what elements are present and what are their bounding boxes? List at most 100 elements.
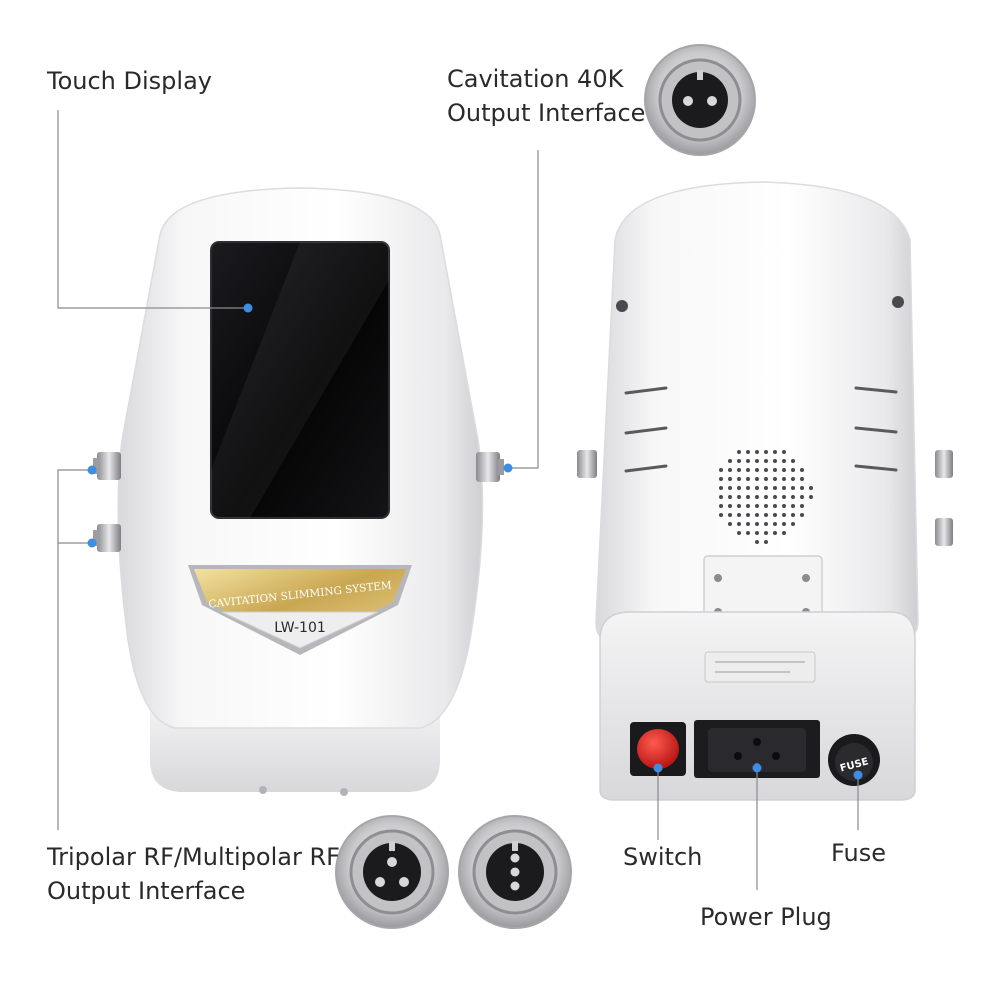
grille-hole xyxy=(800,495,804,499)
grille-hole xyxy=(800,513,804,517)
rf-port-lower xyxy=(93,524,121,552)
grille-hole xyxy=(791,486,795,490)
label-cavitation-line1: Cavitation 40K xyxy=(447,65,624,93)
grille-hole xyxy=(737,531,741,535)
grille-hole xyxy=(755,495,759,499)
callout-dot-fuse xyxy=(853,770,863,780)
label-fuse: Fuse xyxy=(831,836,886,870)
grille-hole xyxy=(800,477,804,481)
grille-hole xyxy=(782,468,786,472)
grille-hole xyxy=(782,522,786,526)
grille-hole xyxy=(782,477,786,481)
back-port-right-lower xyxy=(935,518,953,546)
grille-hole xyxy=(728,513,732,517)
grille-hole xyxy=(764,450,768,454)
callout-dot-rf-upper xyxy=(87,465,97,475)
grille-hole xyxy=(728,459,732,463)
callout-dot-switch xyxy=(653,763,663,773)
grille-hole xyxy=(773,486,777,490)
grille-hole xyxy=(782,450,786,454)
front-device: CAVITATION SLIMMING SYSTEM LW-101 xyxy=(93,187,504,796)
grille-hole xyxy=(737,486,741,490)
callout-touch-display xyxy=(57,110,248,309)
callout-cavitation xyxy=(508,150,539,469)
grille-hole xyxy=(728,468,732,472)
vent-slots-right xyxy=(854,386,898,472)
callout-dots xyxy=(87,303,863,780)
label-rf-line2: Output Interface xyxy=(47,877,246,905)
label-cavitation-interface: Cavitation 40K Output Interface xyxy=(447,62,645,130)
grille-hole xyxy=(755,450,759,454)
label-switch-text: Switch xyxy=(623,843,703,871)
label-fuse-text: Fuse xyxy=(831,839,886,867)
grille-hole xyxy=(782,504,786,508)
back-port-right-upper xyxy=(935,450,953,478)
badge-model-number: LW-101 xyxy=(274,620,326,636)
cavitation-connector-closeup xyxy=(644,44,756,156)
grille-hole xyxy=(746,531,750,535)
label-touch-display-text: Touch Display xyxy=(47,67,212,95)
back-port-left xyxy=(577,450,597,478)
grille-hole xyxy=(764,486,768,490)
grille-hole xyxy=(746,468,750,472)
power-switch[interactable] xyxy=(630,722,686,776)
grille-hole xyxy=(773,459,777,463)
grille-hole xyxy=(764,513,768,517)
grille-hole xyxy=(728,522,732,526)
label-rf-line1: Tripolar RF/Multipolar RF xyxy=(47,843,340,871)
grille-hole xyxy=(782,495,786,499)
grille-hole xyxy=(746,450,750,454)
grille-hole xyxy=(755,522,759,526)
label-power-plug: Power Plug xyxy=(700,900,832,934)
grille-hole xyxy=(809,486,813,490)
vent-slots-left xyxy=(624,386,668,473)
grille-hole xyxy=(755,540,759,544)
spec-label xyxy=(704,651,816,683)
grille-hole xyxy=(755,477,759,481)
model-badge: CAVITATION SLIMMING SYSTEM LW-101 xyxy=(188,565,412,655)
grille-hole xyxy=(719,486,723,490)
callout-lines xyxy=(57,110,859,890)
back-screw-hole-right xyxy=(892,296,904,308)
touch-display-screen xyxy=(210,241,390,519)
grille-hole xyxy=(773,477,777,481)
rf-port-upper xyxy=(93,452,121,480)
grille-hole xyxy=(728,504,732,508)
back-screw-hole-left xyxy=(616,300,628,312)
grille-hole xyxy=(764,531,768,535)
grille-hole xyxy=(764,477,768,481)
grille-hole xyxy=(737,477,741,481)
rf-connector-closeup-2 xyxy=(458,815,572,929)
grille-hole xyxy=(755,459,759,463)
label-power-plug-text: Power Plug xyxy=(700,903,832,931)
label-touch-display: Touch Display xyxy=(47,64,212,98)
grille-hole xyxy=(773,504,777,508)
grille-hole xyxy=(755,486,759,490)
grille-hole xyxy=(782,486,786,490)
grille-hole xyxy=(773,495,777,499)
grille-hole xyxy=(746,495,750,499)
grille-hole xyxy=(728,486,732,490)
base-screw-left xyxy=(259,786,267,794)
grille-hole xyxy=(746,486,750,490)
screen-glare xyxy=(211,242,389,518)
grille-hole xyxy=(737,468,741,472)
cavitation-port xyxy=(476,452,504,482)
grille-hole xyxy=(728,477,732,481)
grille-hole xyxy=(773,531,777,535)
grille-hole xyxy=(737,513,741,517)
grille-hole xyxy=(791,495,795,499)
grille-hole xyxy=(719,504,723,508)
grille-hole xyxy=(773,450,777,454)
grille-hole xyxy=(746,477,750,481)
callout-dot-cavitation xyxy=(503,463,513,473)
speaker-grille xyxy=(719,450,813,544)
grille-hole xyxy=(773,522,777,526)
base-screw-right xyxy=(340,788,348,796)
grille-hole xyxy=(746,513,750,517)
back-device: FUSE xyxy=(577,181,953,801)
label-cavitation-line2: Output Interface xyxy=(447,99,646,127)
grille-hole xyxy=(791,468,795,472)
grille-hole xyxy=(719,468,723,472)
grille-hole xyxy=(791,504,795,508)
